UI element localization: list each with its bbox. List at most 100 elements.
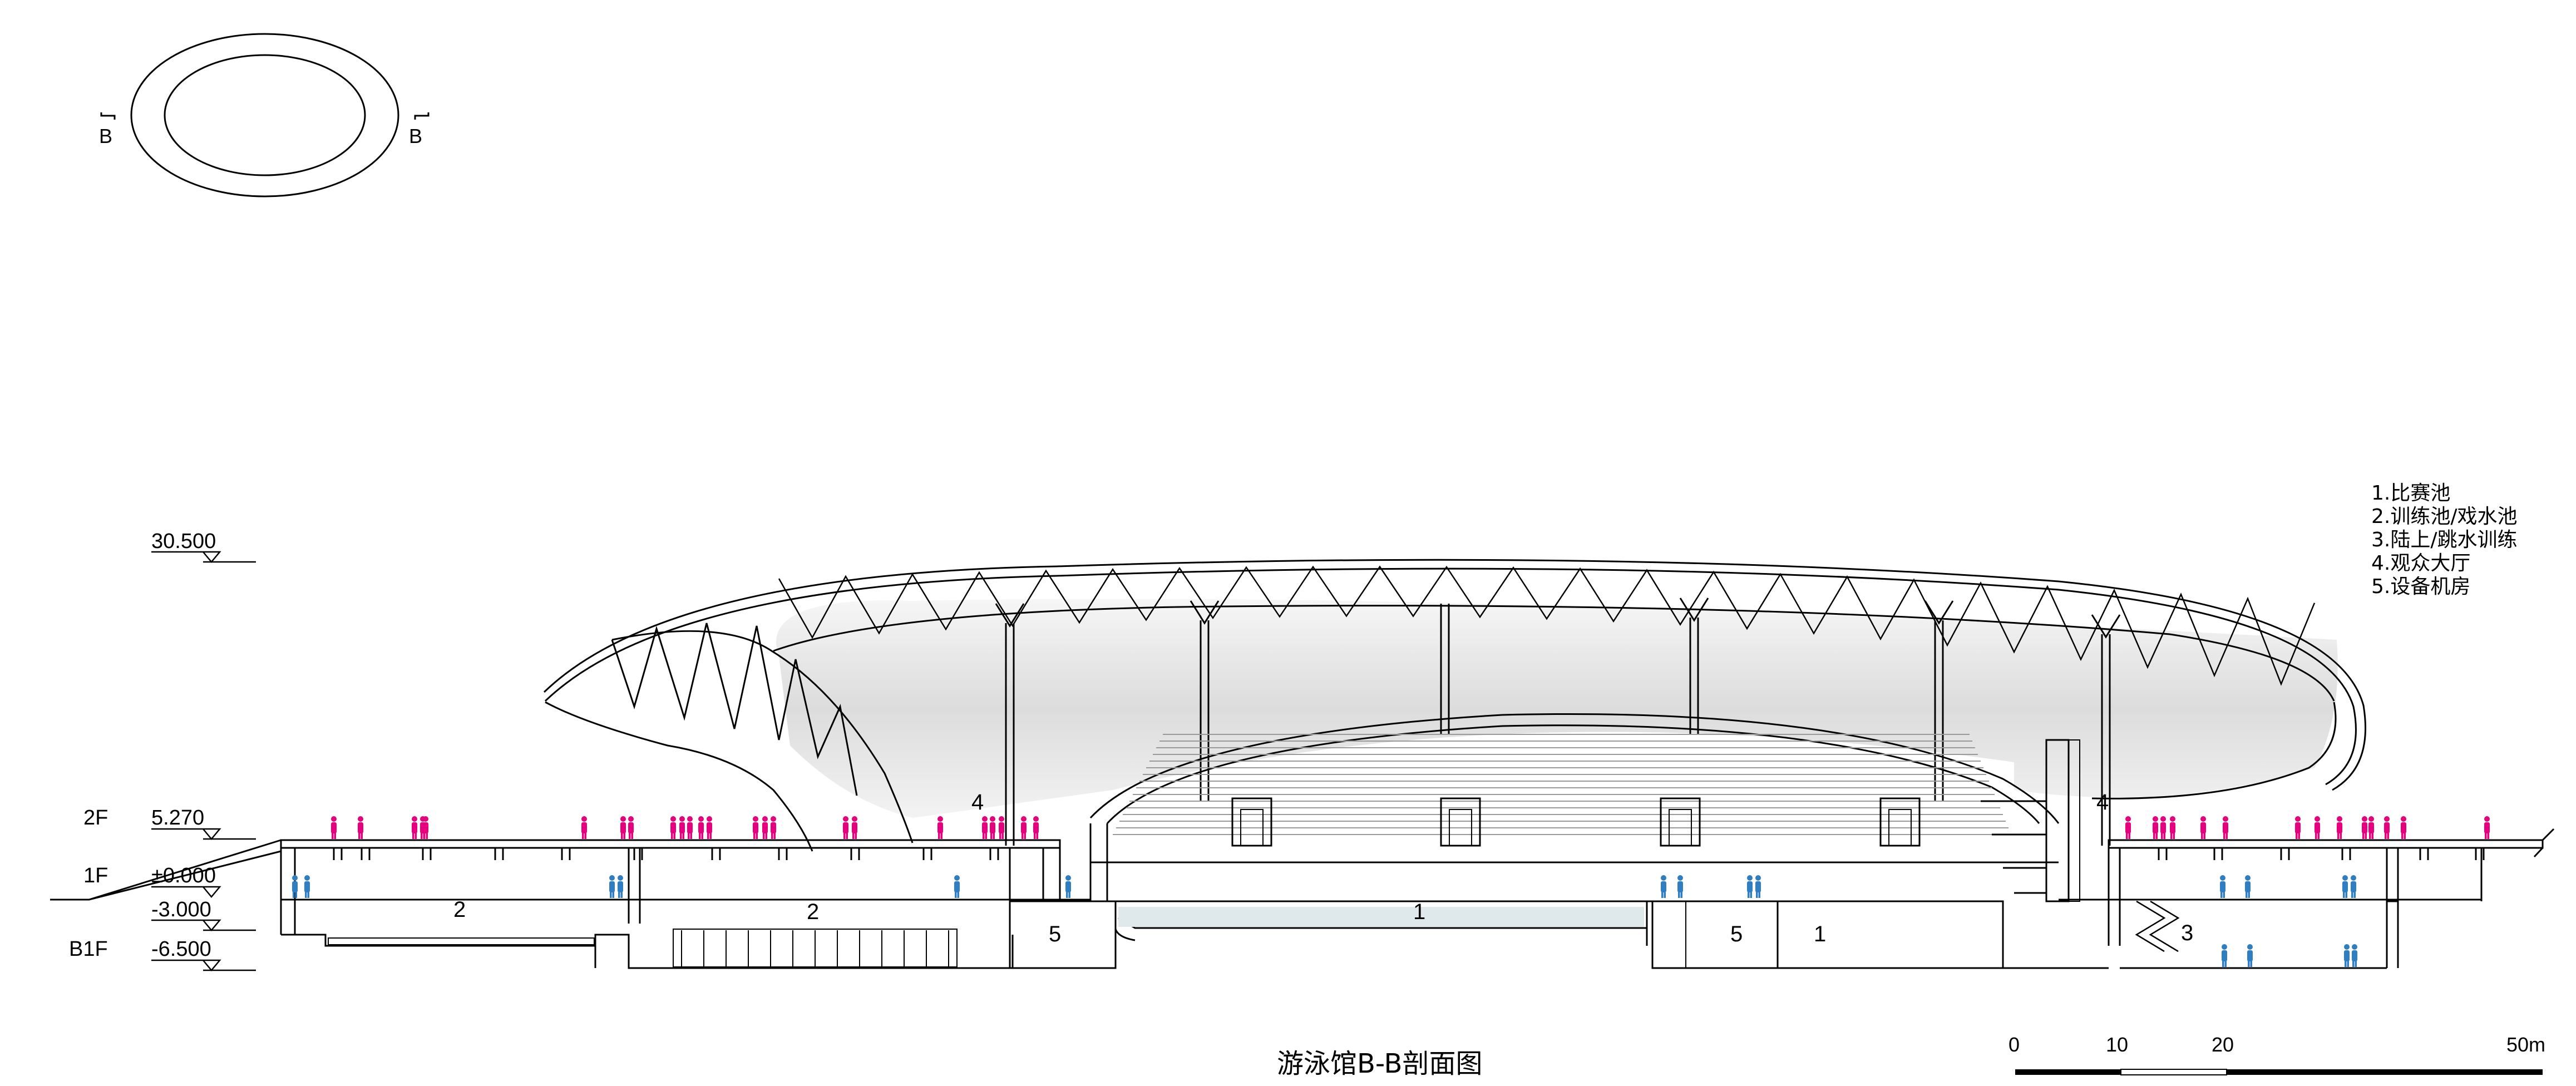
person-figure [999,816,1004,839]
person-figure [581,816,587,839]
person-figure [2222,944,2227,967]
person-figure [843,816,848,839]
plant-room-right [1651,900,1779,969]
person-figure [670,816,676,839]
person-figure [1065,875,1071,898]
scale-label-20: 20 [2212,1033,2234,1056]
person-figure [2344,944,2350,967]
person-figure [954,875,960,898]
person-figure [2160,816,2166,839]
person-figure [852,816,857,839]
seating-bowl [1089,713,2060,901]
person-figure [2295,816,2301,839]
person-figure [753,816,758,839]
scale-label-10: 10 [2106,1033,2128,1056]
person-figure [698,816,704,839]
person-figure [2368,816,2374,839]
tag-lobby-right: 4 [2096,790,2109,814]
tag-leisure-pool: 2 [807,900,819,924]
legend-item-2: 2.训练池/戏水池 [2371,505,2517,528]
person-figure [2352,944,2357,967]
person-figure [304,875,310,898]
scale-label-50: 50m [2506,1033,2545,1056]
concourse-slabs [50,828,2555,968]
person-figure [982,816,988,839]
floor-label: 2F [83,806,108,830]
person-figure [628,816,634,839]
elevation-label: -6.500 [151,937,211,961]
tag-competition-pool: 1 [1413,900,1425,924]
key-plan: B B [99,33,430,198]
tag-diving-pool: 1 [1814,922,1826,946]
drawing-title: 游泳馆B-B剖面图 [1277,1048,1482,1079]
person-figure [620,816,626,839]
person-figure [1021,816,1027,839]
training-pool-left [281,934,629,947]
person-figure [687,816,693,839]
competition-pool [1114,900,2003,969]
person-figure [2245,875,2251,898]
floor-label: B1F [69,937,108,961]
elevation-label: -3.000 [151,898,211,921]
seating-tiers [1113,734,2011,835]
legend-item-3: 3.陆上/跳水训练 [2371,529,2517,551]
dryland-training [2120,900,2398,969]
person-figure [990,816,995,839]
diving-pool [1776,900,2109,969]
level-marker-2f: 2F 5.270 [83,806,256,840]
person-figure [2484,816,2490,839]
person-figure [2351,875,2356,898]
person-figure [2220,875,2225,898]
vomitory-portals [1231,797,1921,847]
person-figure [2362,816,2367,839]
cut-marker-left: B [99,125,112,147]
legend-item-1: 1.比赛池 [2371,482,2450,505]
tag-plant-left: 5 [1049,922,1061,946]
scale-label-0: 0 [2009,1033,2020,1056]
level-marker-minus3: -3.000 [151,898,256,931]
cut-marker-right: B [409,125,422,147]
legend-item-5: 5.设备机房 [2371,575,2470,598]
person-figure [2401,816,2406,839]
level-marker-roof: 30.500 [151,530,256,563]
space-tags: 1 1 2 2 3 4 4 5 5 [453,790,2193,946]
person-figure [771,816,776,839]
person-figure [2170,816,2175,839]
elevation-label: 30.500 [151,530,216,553]
elevation-label: 5.270 [151,806,204,830]
person-figure [2200,816,2206,839]
person-figure [2315,816,2320,839]
person-figure [1033,816,1039,839]
person-figure [679,816,685,839]
person-figure [331,816,337,839]
person-figure [937,816,943,839]
scale-bar: 0 10 20 50m [2009,1033,2545,1075]
level-markers: 30.500 2F 5.270 1F ±0.000 -3.000 B1F -6.… [69,530,256,971]
roof-shell [543,559,2366,852]
person-figure [358,816,363,839]
person-figure [423,816,428,839]
plant-room-left [1009,900,1117,969]
floor-label: 1F [83,864,108,887]
person-figure [2337,816,2342,839]
legend: 1.比赛池 2.训练池/戏水池 3.陆上/跳水训练 4.观众大厅 5.设备机房 [2371,482,2517,598]
tag-plant-right: 5 [1730,922,1743,946]
legend-item-4: 4.观众大厅 [2371,552,2470,575]
person-figure [618,875,623,898]
person-figure [2223,816,2228,839]
person-figure [762,816,768,839]
tag-lobby-left: 4 [971,790,984,814]
person-figure [1661,875,1666,898]
leisure-pool [594,929,1014,969]
person-figure [2384,816,2390,839]
person-figure [2247,944,2253,967]
person-figure [707,816,712,839]
level-marker-b1f: B1F -6.500 [69,937,256,971]
person-figure [412,816,417,839]
tag-dryland-training: 3 [2181,921,2193,945]
diving-tower [1981,739,2080,902]
person-figure [1677,875,1683,898]
person-figure [1747,875,1753,898]
person-figure [2153,816,2158,839]
